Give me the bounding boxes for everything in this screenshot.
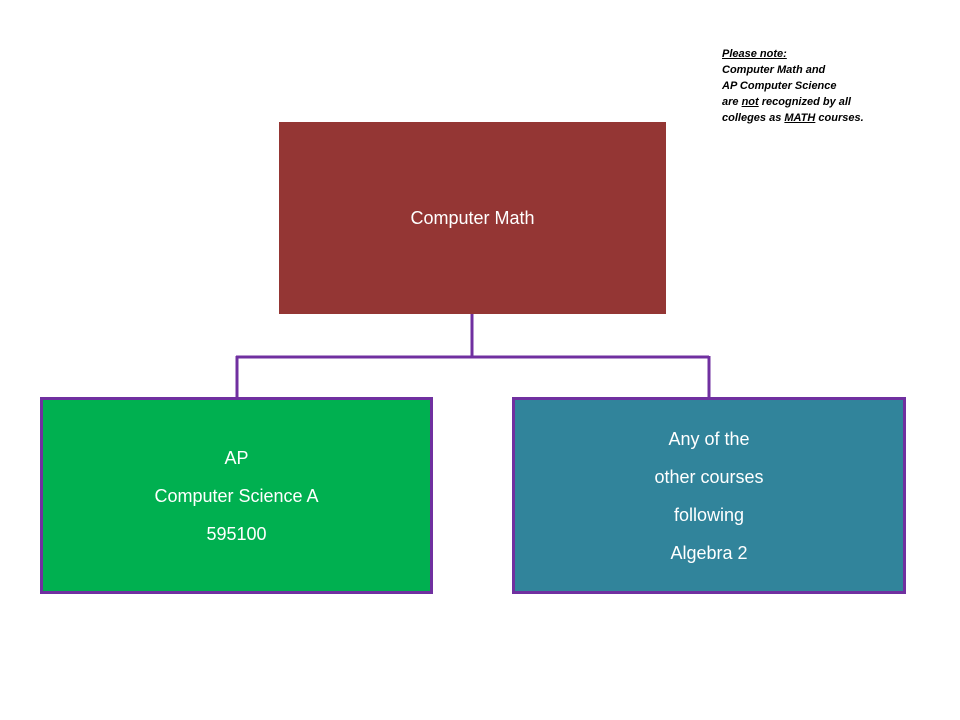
node-other-line-4: Algebra 2 — [670, 542, 748, 563]
note-emphasis-math: MATH — [784, 112, 816, 124]
node-other-line-2: other courses — [654, 466, 764, 487]
note-line-3-end: recognized by all — [758, 96, 851, 108]
note-line-4-end: courses. — [815, 112, 864, 124]
note-line-2: AP Computer Science — [722, 80, 837, 92]
node-other-line-3: following — [673, 504, 745, 525]
node-computer-math-label: Computer Math — [410, 207, 535, 228]
note-line-3: are not recognized by all — [722, 94, 952, 110]
node-ap-line-3: 595100 — [206, 523, 267, 544]
note-line-4-start: colleges as — [722, 112, 785, 124]
node-ap-line-1: AP — [224, 447, 249, 468]
note-heading: Please note: — [722, 48, 787, 60]
node-other-courses: Any of the other courses following Algeb… — [512, 397, 906, 594]
note-line-4: colleges as MATH courses. — [722, 110, 952, 126]
note-emphasis-not: not — [741, 96, 759, 108]
node-other-line-1: Any of the — [668, 428, 750, 449]
node-computer-math: Computer Math — [279, 122, 666, 314]
note-text: Please note: Computer Math and AP Comput… — [722, 46, 952, 126]
note-line-1: Computer Math and — [722, 64, 826, 76]
node-ap-computer-science: AP Computer Science A 595100 — [40, 397, 433, 594]
node-ap-line-2: Computer Science A — [154, 485, 319, 506]
note-line-3-start: are — [722, 96, 742, 108]
